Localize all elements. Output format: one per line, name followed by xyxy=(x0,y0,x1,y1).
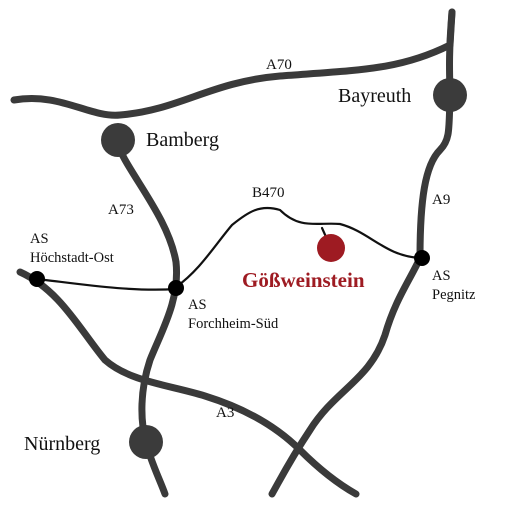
road-a70 xyxy=(10,8,456,119)
road-b470 xyxy=(174,206,422,289)
city-dot-bayreuth xyxy=(433,78,467,112)
road-label-a70: A70 xyxy=(266,57,292,73)
city-label-bayreuth: Bayreuth xyxy=(338,85,411,107)
exit-label-pegnitz-line2: Pegnitz xyxy=(432,287,476,303)
destination-label: Gößweinstein xyxy=(242,268,365,292)
road-label-a3: A3 xyxy=(216,405,234,421)
exit-label-forchheim-line1: AS xyxy=(188,297,207,313)
city-label-nuernberg: Nürnberg xyxy=(24,433,100,455)
junction-hoechstadt xyxy=(29,271,45,287)
junction-forchheim xyxy=(168,280,184,296)
road-label-a9: A9 xyxy=(432,192,450,208)
city-dot-bamberg xyxy=(101,123,135,157)
road-label-b470: B470 xyxy=(252,185,285,201)
exit-label-pegnitz-line1: AS xyxy=(432,268,451,284)
destination-dot xyxy=(317,234,345,262)
exit-label-hoechstadt-line1: AS xyxy=(30,231,49,247)
road-hoechstadt-link xyxy=(35,277,178,291)
city-dot-nuernberg xyxy=(129,425,163,459)
exit-label-hoechstadt-line2: Höchstadt-Ost xyxy=(30,250,114,266)
road-a3 xyxy=(16,268,360,498)
city-label-bamberg: Bamberg xyxy=(146,129,219,151)
road-label-a73: A73 xyxy=(108,202,134,218)
junction-pegnitz xyxy=(414,250,430,266)
exit-label-forchheim-line2: Forchheim-Süd xyxy=(188,316,279,332)
